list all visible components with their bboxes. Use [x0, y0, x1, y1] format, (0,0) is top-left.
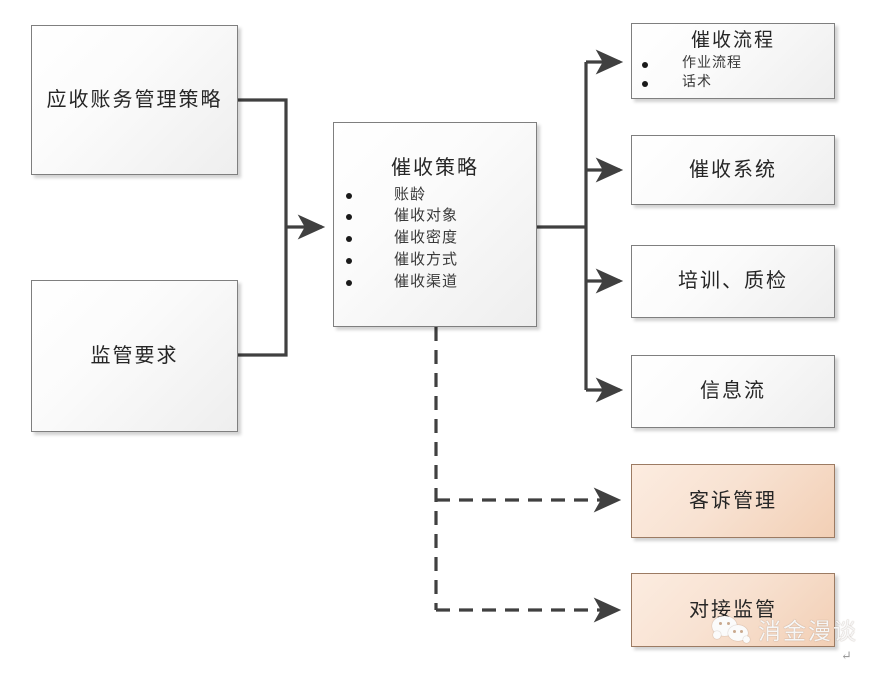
- paragraph-mark-icon: ↵: [841, 648, 852, 663]
- node-customer-complaint-management[interactable]: 客诉管理: [631, 464, 835, 538]
- bullet-item: 作业流程: [632, 55, 834, 74]
- node-label: 催收流程: [690, 29, 775, 51]
- node-information-flow[interactable]: 信息流: [631, 355, 835, 428]
- node-regulatory-interface[interactable]: 对接监管: [631, 573, 835, 647]
- node-receivable-management-strategy[interactable]: 应收账务管理策略: [31, 25, 238, 175]
- connector-inputs-to-strategy: [238, 98, 326, 357]
- bullet-item: 催收对象: [334, 206, 536, 228]
- collection-process-bullets: 作业流程 话术: [632, 55, 834, 93]
- connector-strategy-to-outputs: [537, 49, 624, 403]
- node-collection-strategy[interactable]: 催收策略 账龄 催收对象 催收密度 催收方式 催收渠道: [333, 122, 537, 327]
- bullet-item: 账龄: [334, 185, 536, 207]
- node-training-quality-inspection[interactable]: 培训、质检: [631, 245, 835, 318]
- node-regulatory-requirements[interactable]: 监管要求: [31, 280, 238, 432]
- connector-strategy-dashed: [434, 327, 622, 623]
- collection-strategy-bullets: 账龄 催收对象 催收密度 催收方式 催收渠道: [334, 185, 536, 294]
- node-label: 催收策略: [391, 156, 479, 179]
- node-label: 催收系统: [689, 158, 777, 181]
- bullet-item: 催收密度: [334, 228, 536, 250]
- node-label: 监管要求: [90, 344, 179, 367]
- node-label: 信息流: [700, 380, 766, 402]
- node-label: 培训、质检: [678, 270, 788, 292]
- node-collection-process[interactable]: 催收流程 作业流程 话术: [631, 23, 835, 99]
- node-label: 对接监管: [689, 598, 777, 621]
- bullet-item: 催收方式: [334, 250, 536, 272]
- node-label: 客诉管理: [689, 489, 777, 512]
- bullet-item: 话术: [632, 74, 834, 93]
- node-collection-system[interactable]: 催收系统: [631, 135, 835, 205]
- node-label: 应收账务管理策略: [46, 88, 223, 111]
- bullet-item: 催收渠道: [334, 272, 536, 294]
